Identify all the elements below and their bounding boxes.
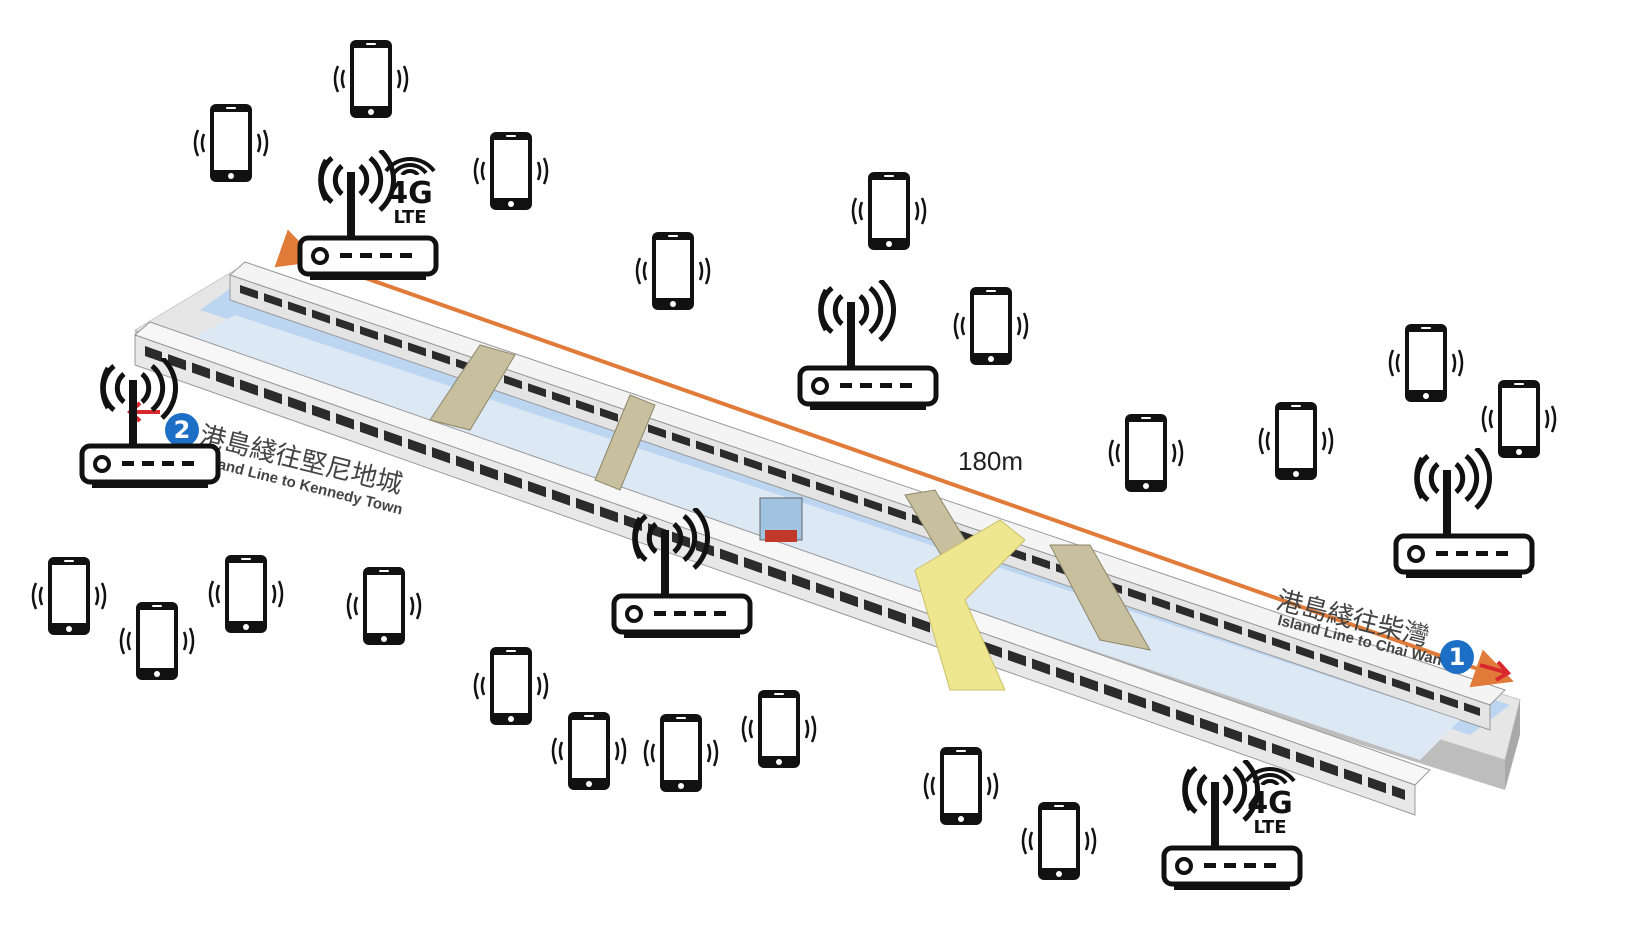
smartphone-icon bbox=[1105, 412, 1187, 498]
smartphone-icon bbox=[1018, 800, 1100, 886]
lte-badge-secondary: LTE bbox=[393, 207, 427, 228]
smartphone-icon bbox=[28, 555, 110, 641]
smartphone-icon bbox=[205, 553, 287, 639]
smartphone-icon bbox=[330, 38, 412, 124]
smartphone-icon bbox=[1478, 378, 1560, 464]
wifi-router-icon bbox=[796, 278, 941, 419]
smartphone-icon bbox=[738, 688, 820, 774]
smartphone-icon bbox=[632, 230, 714, 316]
distance-label: 180m bbox=[958, 446, 1024, 476]
lte-badge-secondary: LTE bbox=[1253, 817, 1287, 838]
wifi-router-icon bbox=[78, 356, 223, 497]
smartphone-icon bbox=[343, 565, 425, 651]
smartphone-icon bbox=[1255, 400, 1337, 486]
smartphone-icon bbox=[470, 130, 552, 216]
smartphone-icon bbox=[920, 745, 1002, 831]
smartphone-icon bbox=[640, 712, 722, 798]
distance-arrow bbox=[274, 229, 1514, 688]
platform-number-badge: 1 bbox=[1440, 640, 1474, 674]
smartphone-icon bbox=[548, 710, 630, 796]
wifi-router-icon bbox=[610, 506, 755, 647]
platform-lift bbox=[759, 497, 803, 542]
smartphone-icon bbox=[1385, 322, 1467, 408]
wifi-router-icon bbox=[1392, 446, 1537, 587]
platform-number-badge: 2 bbox=[165, 413, 199, 447]
wifi-router-icon bbox=[296, 148, 441, 289]
wifi-router-icon bbox=[1160, 758, 1305, 899]
smartphone-icon bbox=[116, 600, 198, 686]
smartphone-icon bbox=[470, 645, 552, 731]
smartphone-icon bbox=[190, 102, 272, 188]
smartphone-icon bbox=[950, 285, 1032, 371]
smartphone-icon bbox=[848, 170, 930, 256]
